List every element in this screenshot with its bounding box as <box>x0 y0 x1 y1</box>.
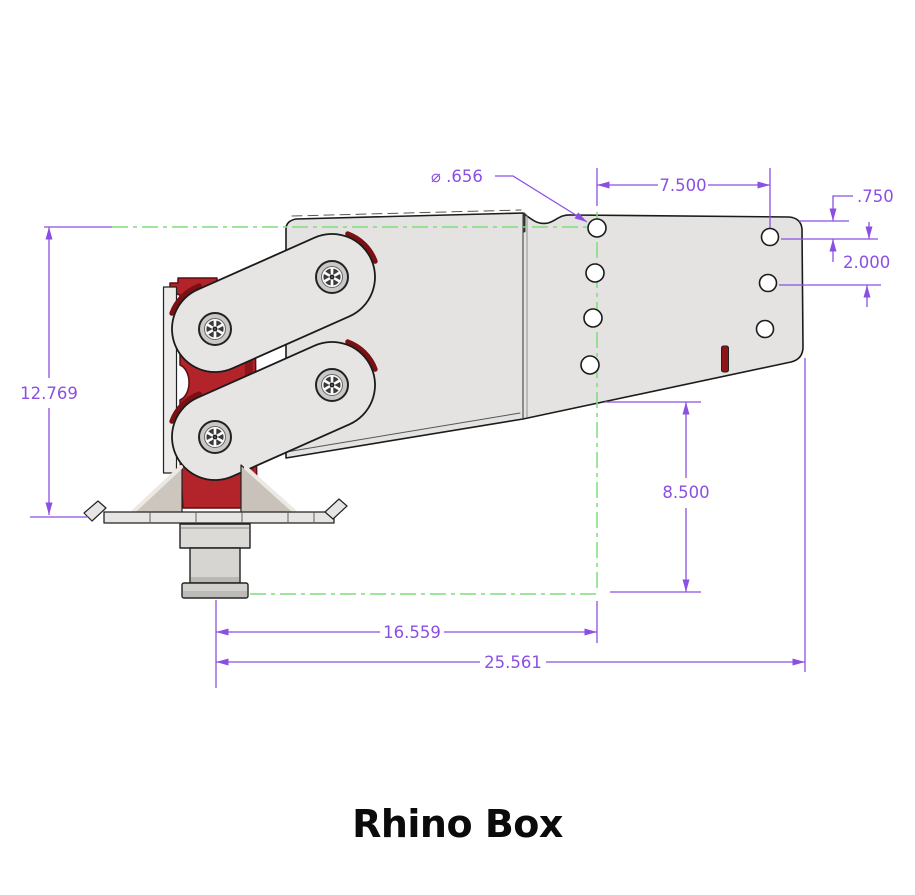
boss-shadow-4 <box>169 391 202 424</box>
hole-left-col-2 <box>585 263 605 283</box>
dimension-labels: ⌀ .656 7.500 .750 2.000 12.769 8.500 16.… <box>20 167 894 672</box>
part-geometry <box>83 209 804 599</box>
bolt-lower-left <box>198 420 232 454</box>
hole-left-col-4 <box>580 355 600 375</box>
flange-notches <box>149 511 315 524</box>
kingpin-base-shade <box>183 591 247 597</box>
boss-shadow-2 <box>345 339 378 372</box>
flange-tab-left <box>83 500 107 522</box>
flange-plate <box>103 511 335 524</box>
label-750: .750 <box>857 187 894 206</box>
plate-slot <box>721 345 729 373</box>
hole-right-col-3 <box>755 319 775 339</box>
plate-bottom-inner-edge <box>285 412 521 453</box>
hole-right-col-2 <box>758 273 778 293</box>
bolt-lower-right <box>315 368 349 402</box>
bolt-upper-left <box>198 312 232 346</box>
technical-drawing: ⌀ .656 7.500 .750 2.000 12.769 8.500 16.… <box>20 167 894 688</box>
hole-right-col-1 <box>760 227 780 247</box>
dim-750-upper <box>829 195 853 221</box>
plate-holes <box>580 218 780 375</box>
leader-hole-diameter <box>495 175 588 223</box>
gusset-left-edge <box>132 465 183 513</box>
kingpin-mid-shade <box>191 577 239 582</box>
boss-shadows <box>169 231 378 424</box>
drawing-title: Rhino Box <box>352 802 563 846</box>
boss-shadow-1 <box>345 231 378 264</box>
drawing-area: ⌀ .656 7.500 .750 2.000 12.769 8.500 16.… <box>20 167 894 688</box>
label-2000: 2.000 <box>843 253 890 272</box>
hole-left-col-3 <box>583 308 603 328</box>
label-hole-diameter: ⌀ .656 <box>431 167 483 186</box>
label-25561: 25.561 <box>484 653 542 672</box>
hole-left-col-1 <box>587 218 607 238</box>
plate-hidden-edge <box>291 209 522 217</box>
dimension-lines <box>30 168 881 688</box>
boss-shadow-3 <box>169 283 202 316</box>
label-8500: 8.500 <box>662 483 709 502</box>
bracket-plate <box>285 212 804 459</box>
flange-tab-right <box>324 498 348 520</box>
bolt-upper-right <box>315 260 349 294</box>
label-7500: 7.500 <box>659 176 706 195</box>
label-16559: 16.559 <box>383 623 441 642</box>
label-12769: 12.769 <box>20 384 78 403</box>
gusset-right-edge <box>244 466 296 513</box>
